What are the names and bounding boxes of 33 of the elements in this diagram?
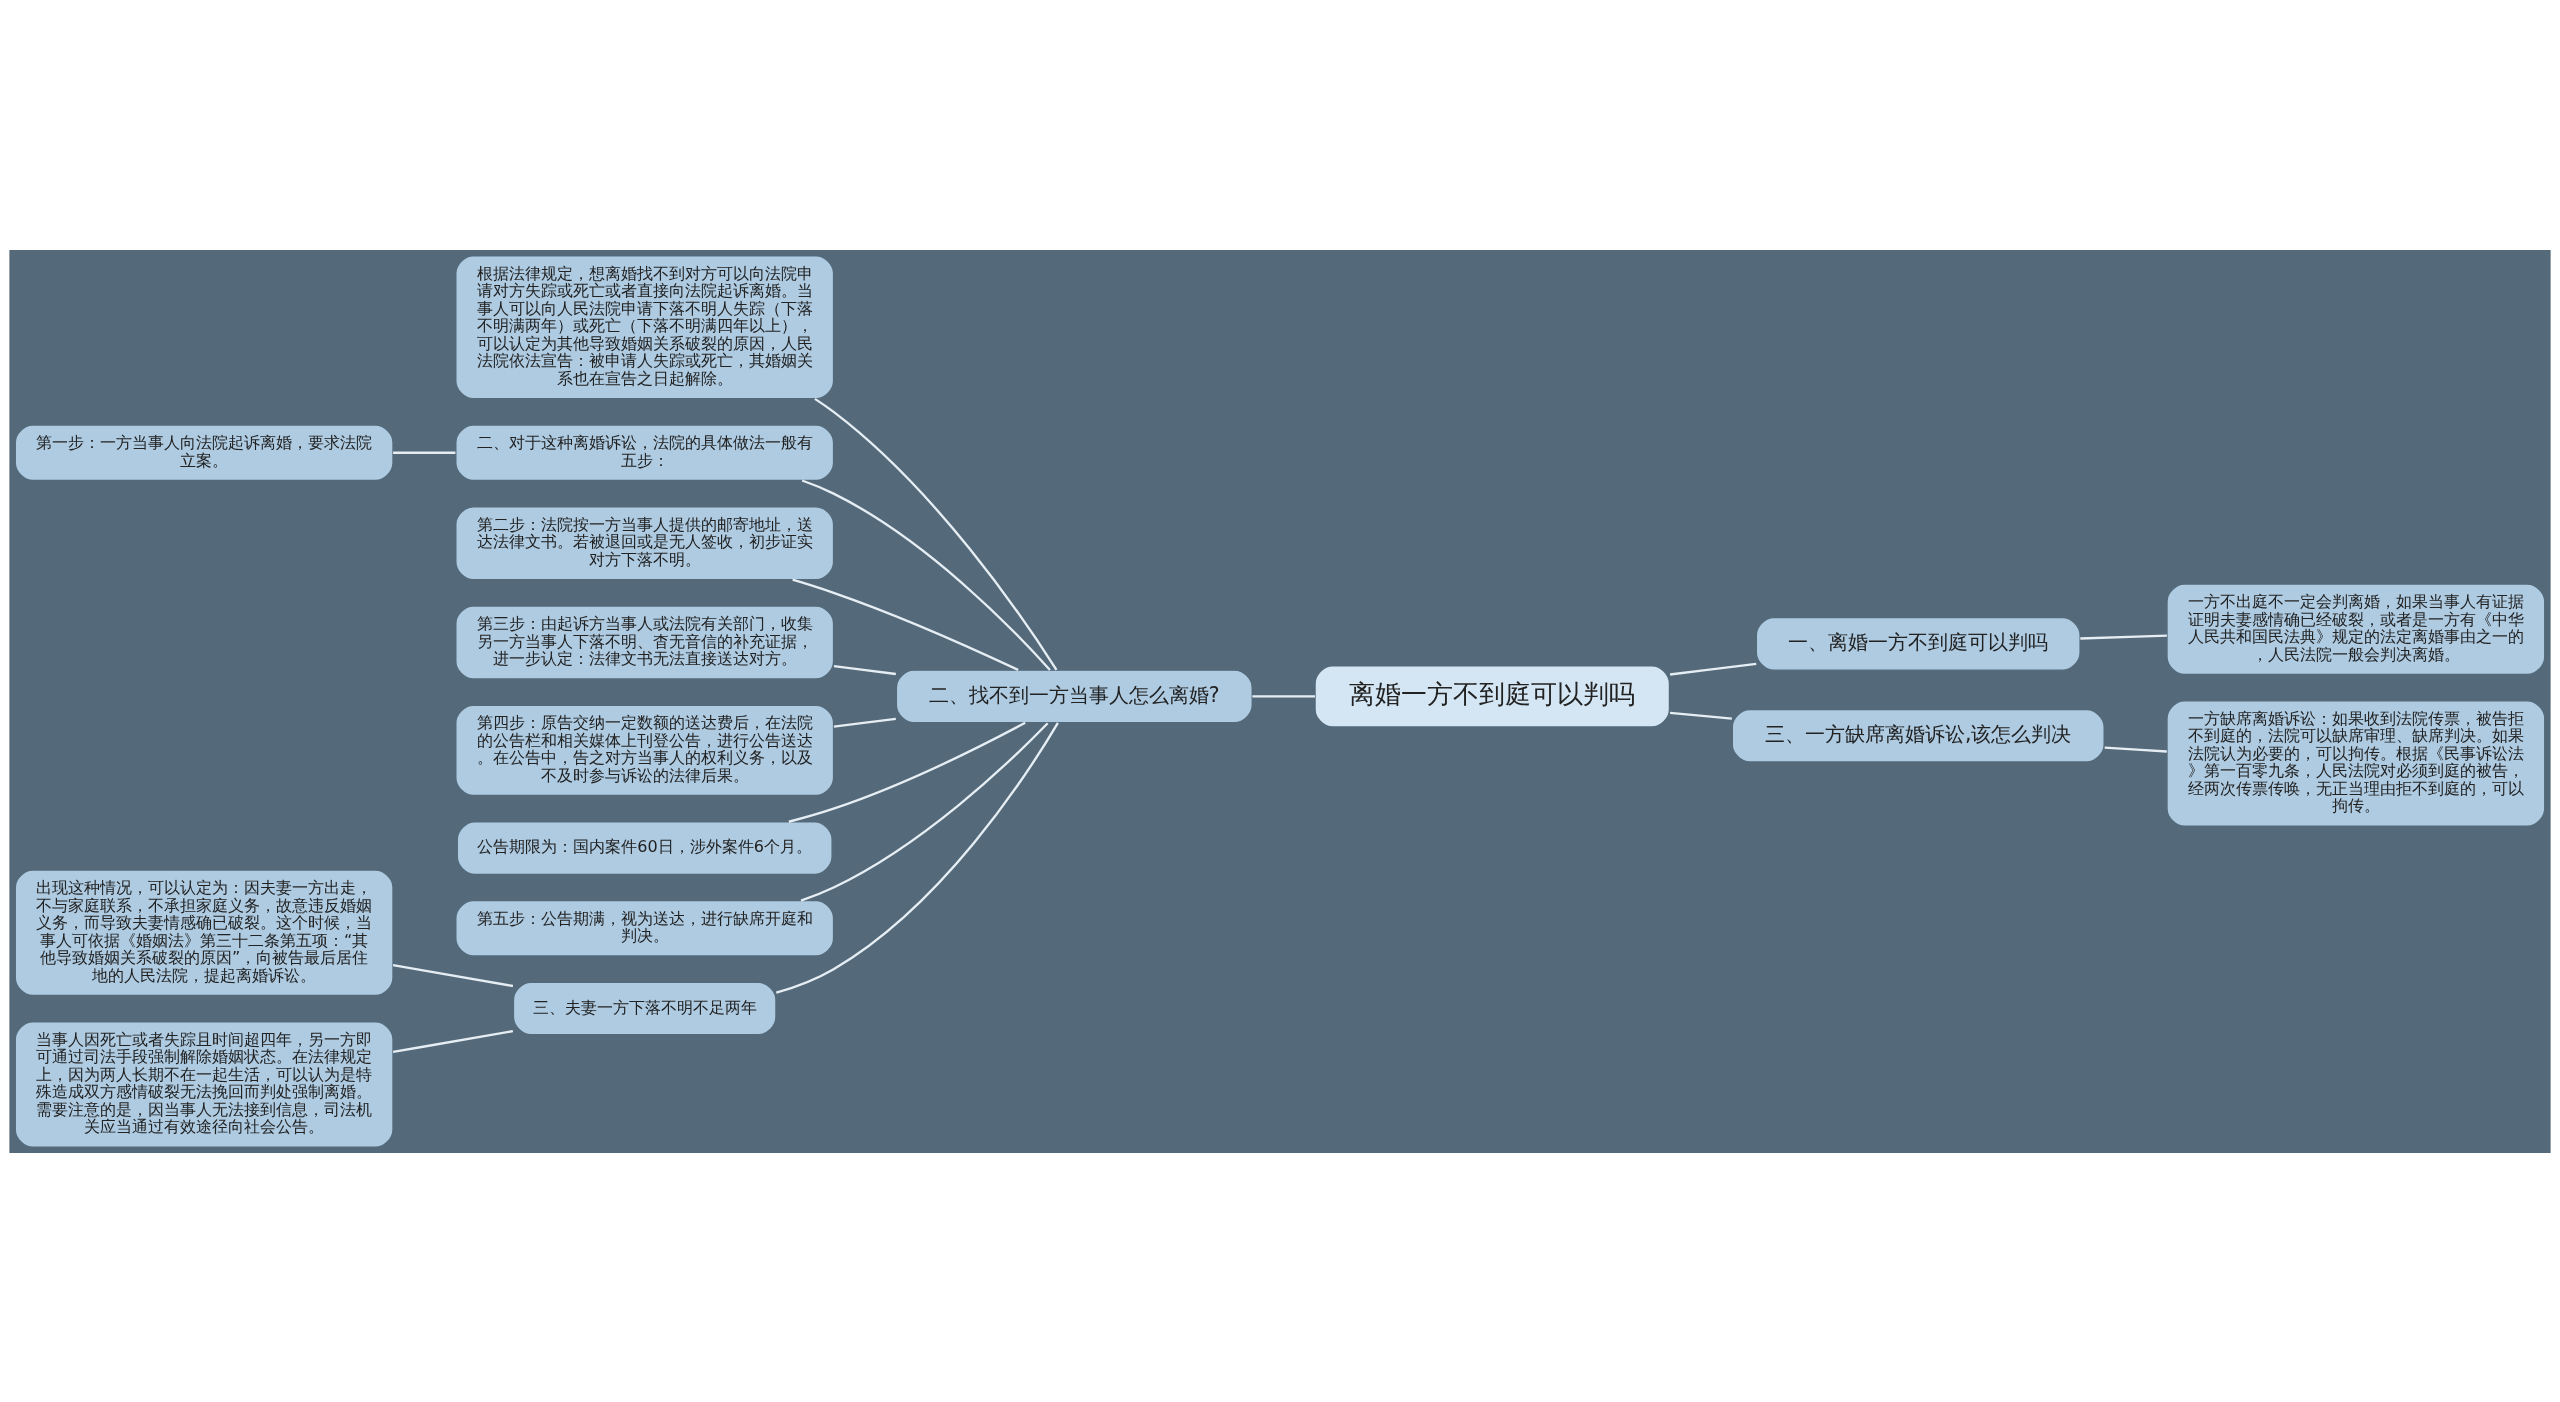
connector	[1669, 662, 1757, 676]
connector	[788, 721, 1026, 823]
connector	[1252, 694, 1315, 698]
node-box: 一方不出庭不一定会判离婚，如果当事人有证据证明夫妻感情确已经破裂，或者是一方有《中华人民共和国民法典》规定的法定离婚事由之一的，人民法院一般会判决离婚。	[2166, 582, 2546, 675]
connector	[392, 963, 514, 987]
node-box: 根据法律规定，想离婚找不到对方可以向法院申请对方失踪或死亡或者直接向法院起诉离婚。当事人可以向人民法院申请下落不明人失踪（下落不明满两年）或死亡（下落不明满四年以上），可以认定为其他导致婚姻关系破裂的原因，人民法院依法宣告：被申请人失踪或死亡，其婚姻关系也在宣告之日起解除。	[455, 254, 835, 400]
connector	[2104, 745, 2167, 753]
node-box: 出现这种情况，可以认定为：因夫妻一方出走，不与家庭联系，不承担家庭义务，故意违反婚姻义务，而导致夫妻情感确已破裂。这个时候，当事人可依据《婚姻法》第三十二条第五项：“其他导致婚姻关系破裂的原因”，向被告最后居住地的人民法院，提起离婚诉讼。	[14, 868, 394, 996]
node-box: 第一步：一方当事人向法院起诉离婚，要求法院立案。	[14, 423, 394, 481]
connector	[775, 721, 1059, 994]
connector	[2080, 633, 2167, 640]
connector	[800, 721, 1049, 902]
node-box: 一方缺席离婚诉讼：如果收到法院传票，被告拒不到庭的，法院可以缺席审理、缺席判决。如果法院认为必要的，可以拘传。根据《民事诉讼法》第一百零九条，人民法院对必须到庭的被告，经两次传票传唤，无正当理由拒不到庭的，可以拘传。	[2166, 699, 2546, 827]
node-box: 三、一方缺席离婚诉讼,该怎么判决	[1731, 708, 2105, 763]
node-box: 离婚一方不到庭可以判吗	[1314, 664, 1671, 728]
connector	[393, 451, 456, 454]
connector	[801, 478, 1051, 671]
node-box: 第五步：公告期满，视为送达，进行缺席开庭和判决。	[455, 899, 835, 957]
node-box: 一、离婚一方不到庭可以判吗	[1755, 616, 2081, 671]
connector	[833, 717, 896, 728]
connector	[814, 397, 1058, 670]
node-box: 第四步：原告交纳一定数额的送达费后，在法院的公告栏和相关媒体上刊登公告，进行公告送达。在公告中，告之对方当事人的权利义务，以及不及时参与诉讼的法律后果。	[455, 703, 835, 796]
node-box: 第三步：由起诉方当事人或法院有关部门，收集另一方当事人下落不明、杳无音信的补充证据，进一步认定：法律文书无法直接送达对方。	[455, 604, 835, 680]
connector	[792, 578, 1019, 671]
connector	[1669, 711, 1732, 720]
node-box: 二、找不到一方当事人怎么离婚?	[895, 668, 1253, 723]
node-box: 三、夫妻一方下落不明不足两年	[512, 981, 777, 1036]
node-box: 公告期限为：国内案件60日，涉外案件6个月。	[456, 820, 833, 875]
node-box: 二、对于这种离婚诉讼，法院的具体做法一般有五步：	[455, 423, 835, 481]
node-box: 第二步：法院按一方当事人提供的邮寄地址，送达法律文书。若被退回或是无人签收，初步证实对方下落不明。	[455, 505, 835, 580]
connector	[833, 664, 896, 675]
connector	[392, 1029, 514, 1053]
node-box: 当事人因死亡或者失踪且时间超四年，另一方即可通过司法手段强制解除婚姻状态。在法律规定上，因为两人长期不在一起生活，可以认为是特殊造成双方感情破裂无法挽回而判处强制离婚。需要注意的是，因当事人无法接到信息，司法机关应当通过有效途径向社会公告。	[14, 1020, 394, 1148]
